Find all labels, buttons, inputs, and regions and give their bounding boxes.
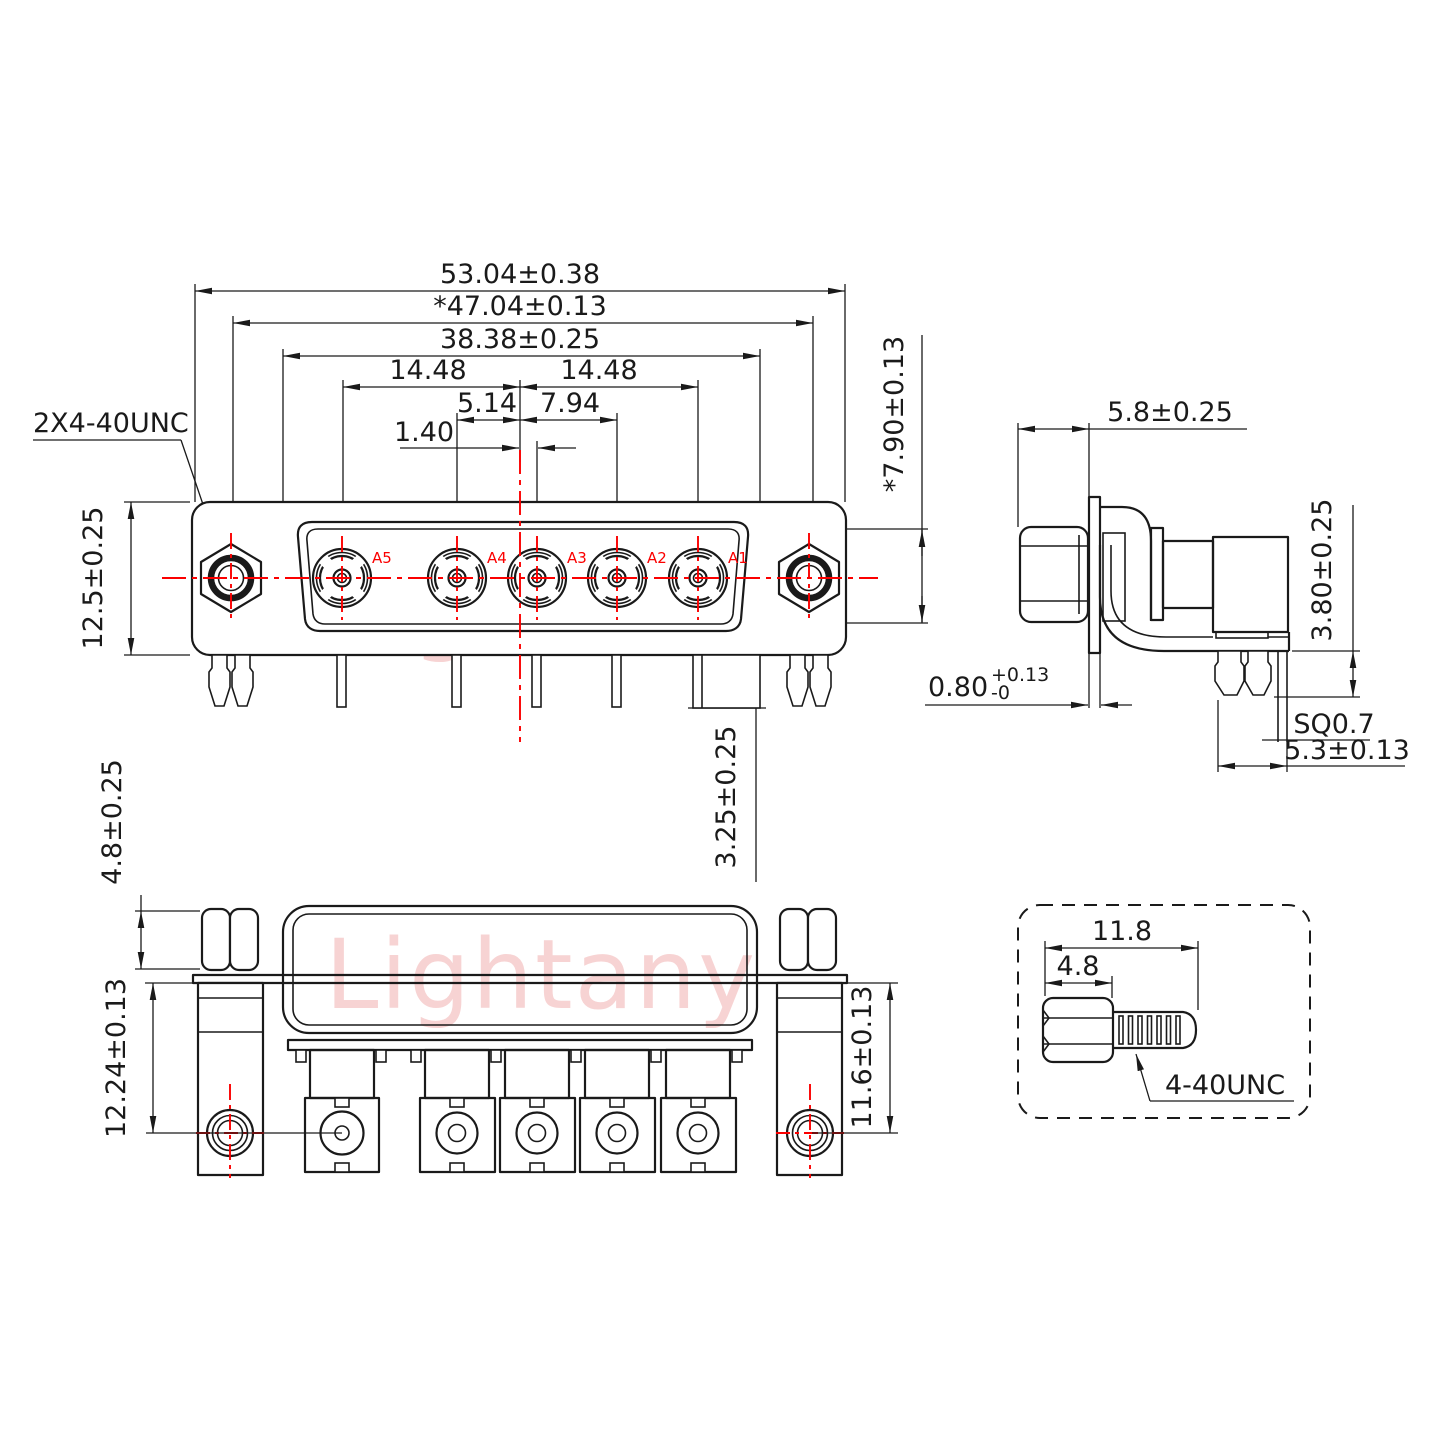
- bottom-bracket-right: [775, 981, 844, 1177]
- dim-offset-a2: 7.94: [540, 388, 600, 419]
- insert-height-dim: *7.90±0.13: [750, 335, 928, 624]
- front-depth-dim: 5.8±0.25: [1017, 397, 1247, 527]
- dim-overall-width: 53.04±0.38: [440, 259, 600, 290]
- standoff-dim: 3.80±0.25: [1274, 499, 1360, 698]
- dim-offset-a3: 1.40: [394, 417, 454, 448]
- bottom-flange: [191, 973, 849, 985]
- screw-body: [1041, 996, 1198, 1064]
- side-view: 5.8±0.25: [925, 397, 1410, 772]
- dim-flange-tol-plus: +0.13: [991, 664, 1049, 686]
- side-body: [1100, 505, 1290, 639]
- dim-flange-thickness: 0.80: [928, 672, 988, 703]
- dim-screw-total: 11.8: [1092, 916, 1152, 947]
- shell-height-dim: 12.5±0.25: [78, 501, 190, 656]
- bottom-view: 4.8±0.25 12.24±0.13 11.6±0.13: [97, 759, 898, 1178]
- dim-mount-height-left: 12.24±0.13: [101, 978, 132, 1138]
- label-a4: A4: [487, 549, 507, 567]
- dim-insert-height: *7.90±0.13: [879, 336, 910, 492]
- flange-thickness-dim: 0.80 +0.13 -0: [925, 664, 1132, 709]
- nut-height-dim: 4.8±0.25: [97, 759, 200, 970]
- mount-height-right-dim: 11.6±0.13: [812, 982, 898, 1134]
- front-legs: [208, 654, 832, 709]
- ground-tab: [692, 654, 761, 709]
- front-insert: [296, 520, 750, 633]
- dim-screw-spacing: *47.04±0.13: [433, 291, 607, 322]
- side-jackscrew: [1018, 525, 1090, 624]
- dim-shell-height: 12.5±0.25: [78, 507, 109, 650]
- dim-offset-a4: 5.14: [457, 388, 517, 419]
- dim-front-depth: 5.8±0.25: [1107, 397, 1233, 428]
- front-centerlines: [162, 450, 878, 742]
- front-view: 53.04±0.38 *47.04±0.13 38.38±0.25 14.48 …: [33, 259, 928, 882]
- thread-callout: 2X4-40UNC: [33, 408, 225, 567]
- pin-dims: SQ0.7 5.3±0.13: [1217, 700, 1410, 772]
- bottom-shell: [281, 904, 759, 1035]
- bottom-stems: [308, 1048, 732, 1100]
- side-flange: [1087, 495, 1102, 708]
- dim-mount-height-right: 11.6±0.13: [847, 986, 878, 1129]
- label-a5: A5: [372, 549, 392, 567]
- dim-nut-height: 4.8±0.25: [97, 759, 128, 885]
- dim-half-left: 14.48: [389, 355, 466, 386]
- mount-height-left-dim: 12.24±0.13: [101, 978, 342, 1138]
- screw-detail: 11.8 4.8 4-40UNC: [1017, 904, 1311, 1119]
- rf-housing: [1211, 535, 1290, 634]
- front-dimension-lines: [195, 287, 845, 452]
- bottom-contact-bodies: [303, 1096, 738, 1174]
- dim-pin-square: SQ0.7: [1293, 709, 1374, 740]
- bottom-standoffs: [200, 907, 838, 972]
- thread-label: 2X4-40UNC: [33, 408, 189, 439]
- label-a1: A1: [728, 549, 748, 567]
- dim-flange-tol-minus: -0: [991, 682, 1010, 704]
- label-a3: A3: [567, 549, 587, 567]
- dim-pin-offset: 5.3±0.13: [1284, 735, 1410, 766]
- dim-half-right: 14.48: [560, 355, 637, 386]
- dim-standoff: 3.80±0.25: [1307, 499, 1338, 642]
- dim-pin-depth: 3.25±0.25: [711, 726, 742, 869]
- screw-thread-callout: 4-40UNC: [1135, 1053, 1294, 1102]
- side-bracket: [1098, 545, 1291, 653]
- screw-thread-label: 4-40UNC: [1165, 1070, 1285, 1101]
- dim-screw-head: 4.8: [1057, 951, 1100, 982]
- label-a2: A2: [647, 549, 667, 567]
- dim-insert-width: 38.38±0.25: [440, 324, 600, 355]
